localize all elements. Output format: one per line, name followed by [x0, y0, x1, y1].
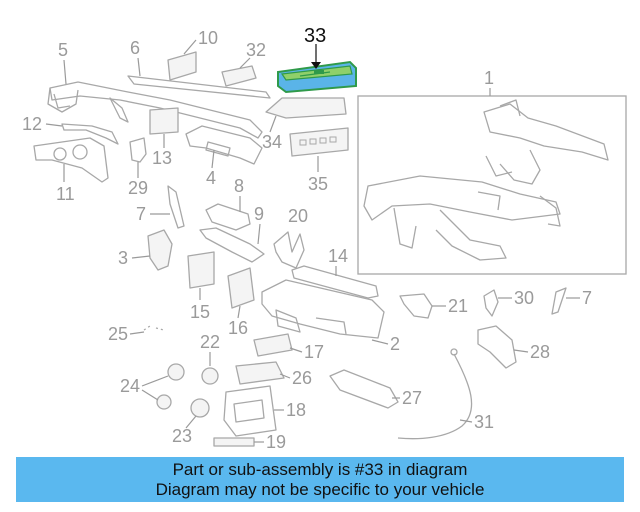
part-27[interactable]	[329, 369, 399, 409]
callout-34: 34	[262, 132, 282, 152]
callout-31: 31	[474, 412, 494, 432]
info-banner: Part or sub-assembly is #33 in diagram D…	[16, 457, 624, 502]
part-11-cluster-bezel[interactable]	[33, 137, 109, 183]
callout-7a: 7	[136, 204, 146, 224]
callout-8: 8	[234, 176, 244, 196]
part-19[interactable]	[213, 437, 255, 447]
callout-35: 35	[308, 174, 328, 194]
callout-19: 19	[266, 432, 286, 452]
part-18-console[interactable]	[223, 385, 277, 437]
part-3[interactable]	[147, 229, 173, 271]
part-28[interactable]	[477, 325, 517, 369]
callout-29: 29	[128, 178, 148, 198]
part-13[interactable]	[149, 107, 179, 135]
part-33-highlighted[interactable]	[277, 60, 357, 94]
part-24[interactable]	[156, 363, 185, 410]
part-17[interactable]	[253, 333, 293, 357]
part-14[interactable]	[291, 265, 379, 299]
part-10[interactable]	[167, 51, 197, 81]
callout-33: 33	[304, 25, 326, 47]
callout-3: 3	[118, 248, 128, 268]
callout-7b: 7	[582, 288, 592, 308]
callout-33-arrowhead	[311, 62, 321, 69]
part-2-lower-panel[interactable]	[261, 279, 385, 339]
callout-23: 23	[172, 426, 192, 446]
callout-1: 1	[484, 68, 494, 88]
callout-32: 32	[246, 40, 266, 60]
callout-26: 26	[292, 368, 312, 388]
callout-22: 22	[200, 332, 220, 352]
part-25[interactable]	[143, 325, 165, 331]
part-29[interactable]	[129, 137, 147, 163]
part-20[interactable]	[273, 231, 305, 269]
part-5-6-upper-dash[interactable]	[47, 75, 271, 139]
part-26[interactable]	[235, 361, 285, 385]
part-7a[interactable]	[167, 185, 185, 229]
callout-28: 28	[530, 342, 550, 362]
callout-5: 5	[58, 40, 68, 60]
part-31-cable[interactable]	[397, 348, 473, 440]
callout-2: 2	[390, 334, 400, 354]
part-34[interactable]	[265, 97, 347, 119]
part-12[interactable]	[61, 123, 119, 145]
banner-line-2: Diagram may not be specific to your vehi…	[155, 480, 485, 499]
callout-6: 6	[130, 38, 140, 58]
callout-25: 25	[108, 324, 128, 344]
callout-27: 27	[402, 388, 422, 408]
callout-9: 9	[254, 204, 264, 224]
callout-24: 24	[120, 376, 140, 396]
callout-10: 10	[198, 28, 218, 48]
callout-13: 13	[152, 148, 172, 168]
part-21[interactable]	[399, 293, 433, 319]
part-23[interactable]	[190, 398, 210, 418]
part-22[interactable]	[201, 367, 219, 385]
banner-line-1: Part or sub-assembly is #33 in diagram	[172, 460, 468, 479]
callout-12: 12	[22, 114, 42, 134]
callout-15: 15	[190, 302, 210, 322]
callout-30: 30	[514, 288, 534, 308]
callout-16: 16	[228, 318, 248, 338]
part-1-dash-frame[interactable]	[363, 99, 609, 261]
part-16[interactable]	[227, 267, 255, 309]
part-15[interactable]	[187, 251, 215, 289]
part-9[interactable]	[199, 227, 265, 263]
callout-21: 21	[448, 296, 468, 316]
part-35[interactable]	[289, 127, 349, 157]
part-30[interactable]	[483, 289, 499, 317]
callout-11: 11	[56, 184, 75, 204]
part-32[interactable]	[221, 65, 257, 87]
callout-14: 14	[328, 246, 348, 266]
part-8[interactable]	[205, 203, 251, 231]
part-4[interactable]	[185, 125, 263, 165]
callout-18: 18	[286, 400, 306, 420]
callout-20: 20	[288, 206, 308, 226]
part-7b[interactable]	[551, 287, 567, 315]
callout-17: 17	[304, 342, 324, 362]
part-1-box	[357, 95, 627, 275]
callout-4: 4	[206, 168, 216, 188]
